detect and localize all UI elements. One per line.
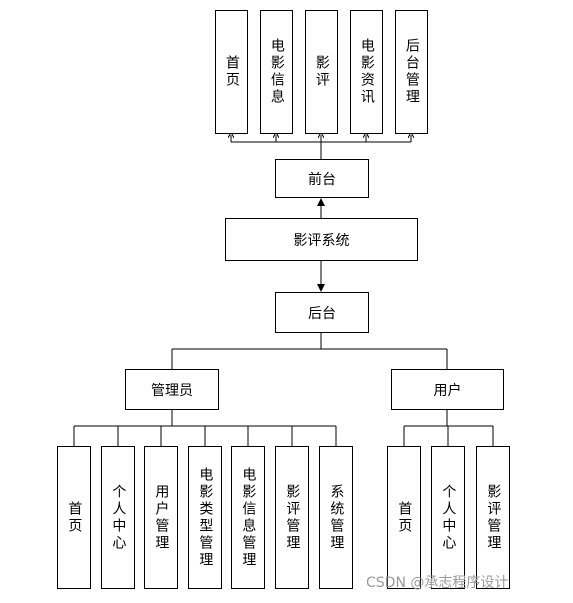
admin-module-user-mgmt: 用户管理 bbox=[144, 446, 178, 589]
user-node: 用户 bbox=[391, 369, 504, 410]
admin-node: 管理员 bbox=[125, 369, 219, 410]
admin-module-genre-mgmt: 电影类型管理 bbox=[188, 446, 222, 589]
frontend-module-backend-admin: 后台管理 bbox=[395, 10, 428, 134]
admin-module-profile: 个人中心 bbox=[101, 446, 135, 589]
frontend-module-home: 首页 bbox=[215, 10, 248, 134]
system-node: 影评系统 bbox=[225, 218, 418, 261]
frontend-module-reviews: 影评 bbox=[305, 10, 338, 134]
watermark-text: CSDN @承志程序设计 bbox=[366, 575, 509, 591]
frontend-module-movie-info: 电影信息 bbox=[260, 10, 293, 134]
frontend-node: 前台 bbox=[275, 159, 369, 198]
admin-module-movie-info-mgmt: 电影信息管理 bbox=[231, 446, 265, 589]
admin-module-home: 首页 bbox=[57, 446, 91, 589]
user-module-home: 首页 bbox=[387, 446, 421, 589]
admin-module-system-mgmt: 系统管理 bbox=[319, 446, 353, 589]
user-module-review-mgmt: 影评管理 bbox=[476, 446, 510, 589]
frontend-module-movie-news: 电影资讯 bbox=[350, 10, 383, 134]
backend-node: 后台 bbox=[275, 292, 369, 333]
user-module-profile: 个人中心 bbox=[431, 446, 465, 589]
admin-module-review-mgmt: 影评管理 bbox=[275, 446, 309, 589]
